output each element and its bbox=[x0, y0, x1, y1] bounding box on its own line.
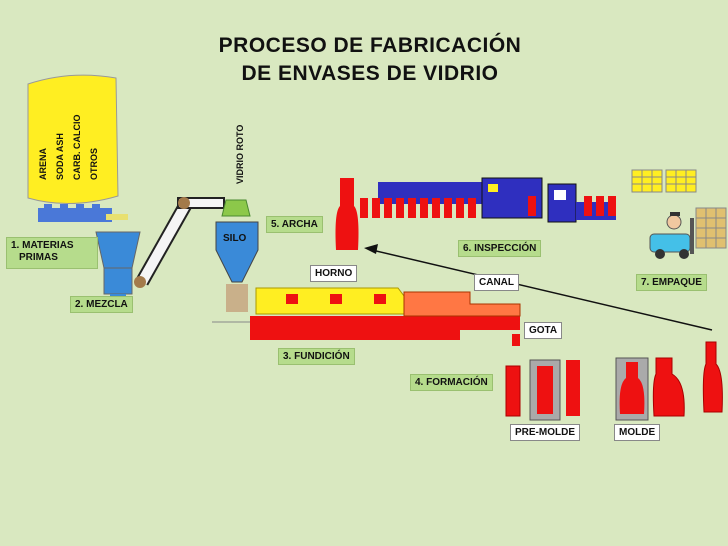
part-canal: CANAL bbox=[474, 274, 519, 291]
stage-materias-line2: PRIMAS bbox=[19, 252, 58, 263]
furnace-bottom bbox=[250, 316, 520, 340]
archa-bottle bbox=[335, 178, 359, 250]
stage-formacion: 4. FORMACIÓN bbox=[410, 374, 493, 391]
forklift-wheel bbox=[679, 249, 689, 259]
parison bbox=[537, 366, 553, 414]
line-bottle bbox=[408, 198, 416, 218]
gob-falling bbox=[505, 365, 521, 417]
pallet bbox=[631, 169, 663, 193]
part-molde: MOLDE bbox=[614, 424, 661, 441]
worker-hat bbox=[670, 212, 680, 216]
page-title-line1: PROCESO DE FABRICACIÓN bbox=[218, 34, 522, 57]
canal-forehearth bbox=[403, 291, 521, 317]
material-pile bbox=[106, 214, 128, 220]
stage-inspeccion: 6. INSPECCIÓN bbox=[458, 240, 542, 257]
line-bottle bbox=[456, 198, 464, 218]
line-bottle bbox=[468, 198, 476, 218]
tray-tooth bbox=[44, 204, 52, 210]
inspection-screen bbox=[554, 190, 566, 200]
furnace-burner bbox=[286, 294, 298, 304]
part-gota: GOTA bbox=[524, 322, 563, 339]
stage-mezcla: 2. MEZCLA bbox=[70, 296, 133, 313]
tray-tooth bbox=[76, 204, 84, 210]
inspection-machine bbox=[547, 183, 577, 223]
line-bottle bbox=[444, 198, 452, 218]
gob bbox=[512, 334, 520, 346]
forklift-mast bbox=[690, 218, 694, 254]
machine-light bbox=[488, 184, 498, 192]
line-bottle bbox=[596, 196, 604, 216]
line-bottle bbox=[384, 198, 392, 218]
stage-fundicion: 3. FUNDICIÓN bbox=[278, 348, 355, 365]
finished-bottle bbox=[702, 341, 723, 413]
tray-tooth bbox=[92, 204, 100, 210]
line-bottle bbox=[396, 198, 404, 218]
mold-bottle bbox=[652, 357, 685, 417]
part-silo: SILO bbox=[218, 230, 252, 247]
forklift-wheel bbox=[655, 249, 665, 259]
pallet bbox=[665, 169, 697, 193]
part-horno: HORNO bbox=[310, 265, 358, 282]
page-title-line2: DE ENVASES DE VIDRIO bbox=[241, 62, 499, 85]
part-premolde: PRE-MOLDE bbox=[510, 424, 580, 441]
conveyor-belt bbox=[137, 201, 191, 285]
silo-batch bbox=[226, 284, 248, 312]
tray-tooth bbox=[60, 204, 68, 210]
flow-arrow bbox=[371, 249, 713, 331]
stacked-pallet-grid bbox=[696, 208, 726, 248]
stage-archa: 5. ARCHA bbox=[266, 216, 323, 233]
pallet-grid bbox=[632, 170, 696, 192]
furnace-burner bbox=[330, 294, 342, 304]
worker-head bbox=[666, 214, 682, 230]
furnace-burner bbox=[374, 294, 386, 304]
blown-bottle bbox=[619, 362, 645, 414]
raw-material-otros: OTROS bbox=[89, 147, 99, 180]
raw-materials-container bbox=[27, 74, 119, 204]
mixer-hopper bbox=[95, 231, 141, 269]
flow-arrowhead bbox=[364, 244, 378, 254]
materials-tray bbox=[38, 208, 112, 222]
line-bottle bbox=[608, 196, 616, 216]
conveyor-roller bbox=[134, 276, 146, 288]
stage-materias-primas: 1. MATERIAS PRIMAS bbox=[6, 237, 98, 269]
line-bottle bbox=[420, 198, 428, 218]
lehr-conveyor bbox=[378, 182, 482, 204]
line-bottle bbox=[528, 196, 536, 216]
parison-inverted bbox=[566, 360, 580, 416]
raw-material-soda-ash: SODA ASH bbox=[55, 133, 65, 180]
line-bottle bbox=[584, 196, 592, 216]
mixer-body bbox=[103, 267, 133, 295]
stage-materias-line1: 1. MATERIAS bbox=[11, 240, 74, 251]
line-bottle bbox=[360, 198, 368, 218]
line-bottle bbox=[432, 198, 440, 218]
line-bottle bbox=[372, 198, 380, 218]
cullet-label: VIDRIO ROTO bbox=[235, 124, 245, 184]
raw-material-arena: ARENA bbox=[38, 147, 48, 180]
conveyor-roller bbox=[178, 197, 190, 209]
stage-empaque: 7. EMPAQUE bbox=[636, 274, 707, 291]
cullet-pile bbox=[221, 199, 251, 217]
raw-material-carb-calcio: CARB. CALCIO bbox=[72, 114, 82, 181]
